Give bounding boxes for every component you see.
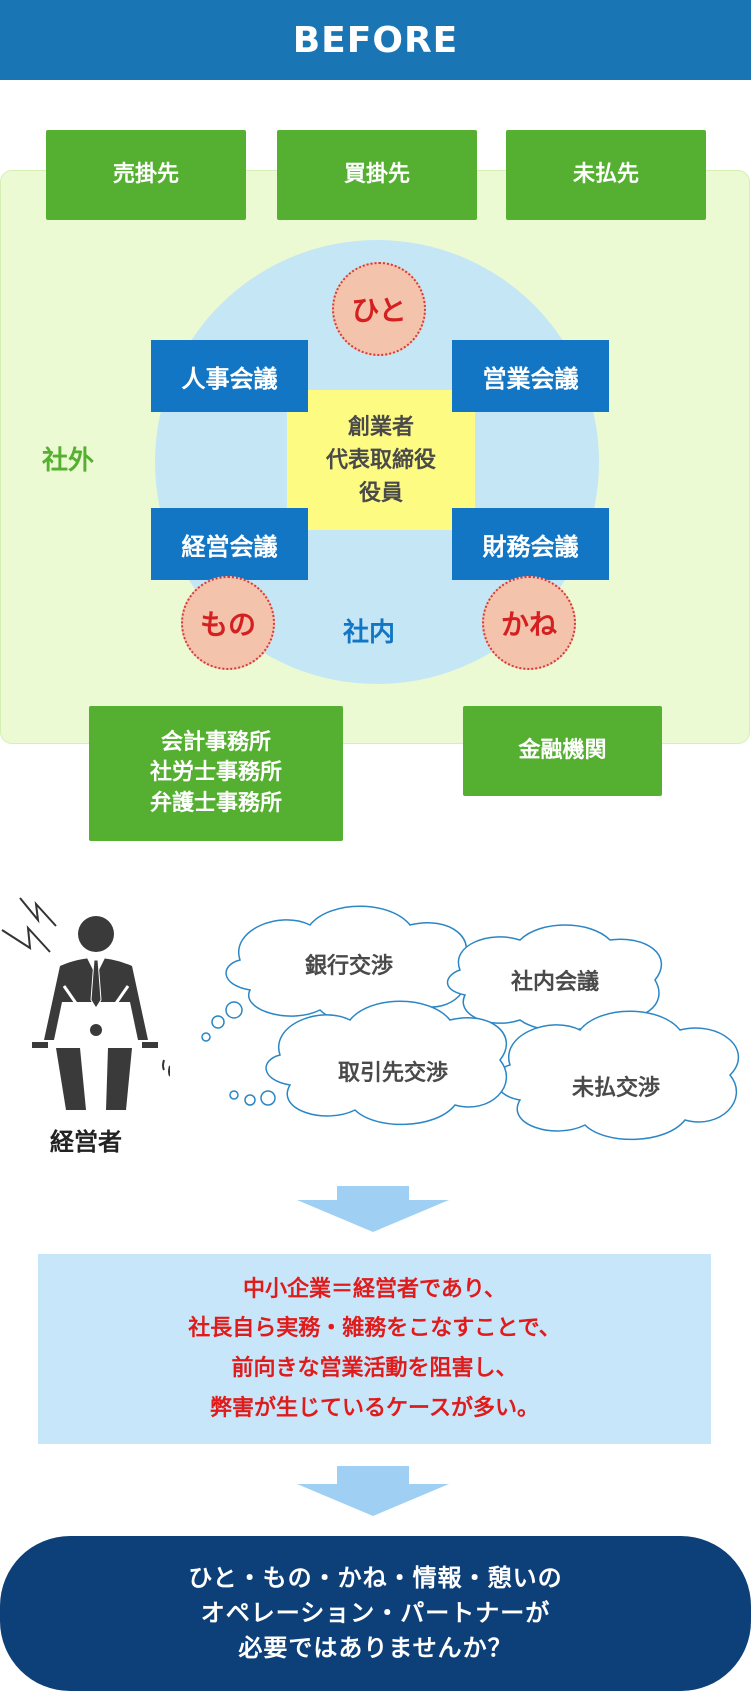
resource-label: ひと	[351, 294, 407, 327]
meeting-finance: 財務会議	[452, 508, 609, 580]
message-line: 前向きな営業活動を阻害し、	[231, 1356, 518, 1381]
resource-label: かね	[500, 608, 557, 641]
leadership-line: 代表取締役	[325, 447, 436, 473]
businessman-worried-icon	[1, 897, 170, 1110]
leadership-line: 創業者	[347, 414, 414, 440]
partner-label: 会計事務所	[160, 729, 271, 755]
resource-money: かね	[482, 576, 576, 670]
message-line: 社長自ら実務・雑務をこなすことで、	[188, 1316, 561, 1342]
message-line: 弊害が生じているケースが多い。	[210, 1395, 539, 1421]
down-arrow-icon	[297, 1466, 449, 1516]
conclusion-line: ひと・もの・かね・情報・憩いの	[188, 1564, 563, 1593]
leadership-line: 役員	[358, 480, 403, 506]
inside-label: 社内	[343, 618, 396, 648]
conclusion-banner: ひと・もの・かね・情報・憩いの オペレーション・パートナーが 必要ではありません…	[0, 1536, 751, 1691]
resource-label: もの	[199, 608, 256, 641]
partner-financial-institutions: 金融機関	[463, 706, 662, 796]
outside-label: 社外	[42, 446, 95, 476]
page-header: BEFORE	[0, 0, 751, 80]
resource-things: もの	[181, 576, 275, 670]
partner-label: 買掛先	[343, 161, 410, 187]
partner-professional-offices: 会計事務所 社労士事務所 弁護士事務所	[89, 706, 343, 841]
thought-client-negotiation: 取引先交渉	[338, 1061, 449, 1086]
manager-label: 経営者	[50, 1128, 122, 1156]
meeting-hr: 人事会議	[151, 340, 308, 412]
partner-label: 社労士事務所	[149, 760, 282, 786]
meeting-label: 財務会議	[482, 532, 579, 561]
partner-unpaid: 未払先	[506, 130, 706, 220]
partner-label: 売掛先	[112, 161, 179, 187]
meeting-sales: 営業会議	[452, 340, 609, 412]
conclusion-line: オペレーション・パートナーが	[200, 1599, 551, 1628]
down-arrow-icon	[297, 1186, 449, 1232]
resource-people: ひと	[332, 262, 426, 356]
thought-internal-meeting: 社内会議	[511, 970, 600, 995]
leadership-box: 創業者 代表取締役 役員	[287, 390, 475, 530]
thought-unpaid-negotiation: 未払交渉	[572, 1076, 661, 1101]
partner-accounts-payable: 買掛先	[277, 130, 477, 220]
problem-message: 中小企業＝経営者であり、 社長自ら実務・雑務をこなすことで、 前向きな営業活動を…	[38, 1254, 711, 1444]
message-line: 中小企業＝経営者であり、	[243, 1276, 506, 1302]
partner-label: 未払先	[572, 161, 639, 187]
meeting-label: 人事会議	[181, 364, 278, 393]
partner-label: 弁護士事務所	[149, 790, 282, 816]
meeting-label: 経営会議	[181, 532, 278, 561]
partner-label: 金融機関	[518, 737, 607, 763]
conclusion-line: 必要ではありませんか？	[238, 1633, 513, 1662]
page-title: BEFORE	[292, 19, 459, 61]
thought-cloud-icon	[201, 905, 740, 1141]
thought-bank-negotiation: 銀行交渉	[305, 954, 394, 979]
partner-accounts-receivable: 売掛先	[46, 130, 246, 220]
meeting-label: 営業会議	[482, 364, 579, 393]
meeting-management: 経営会議	[151, 508, 308, 580]
